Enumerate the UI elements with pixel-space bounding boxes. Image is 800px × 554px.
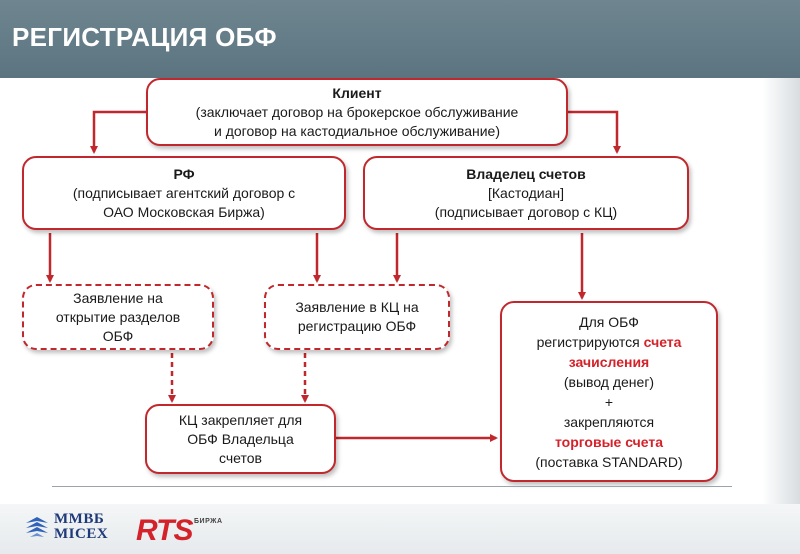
owner-line-2: (подписывает договор с КЦ) <box>434 203 618 220</box>
obf-accounts-line-5: + <box>604 393 614 410</box>
kc-assign-line-2: ОБФ Владельца <box>187 430 294 447</box>
owner-box: Владелец счетов [Кастодиан] (подписывает… <box>363 156 689 230</box>
rts-logo-text: RTS <box>136 514 193 547</box>
mmvb-logo-line-2: MICEX <box>54 526 109 542</box>
client-line-2: и договор на кастодиальное обслуживание) <box>213 122 500 139</box>
application-sections-box: Заявление на открытие разделов ОБФ <box>22 284 214 350</box>
footer-divider <box>52 486 732 487</box>
side-shade <box>762 78 800 554</box>
application-kc-line-1: Заявление в КЦ на <box>295 299 419 315</box>
kc-assign-line-3: счетов <box>219 449 262 466</box>
application-sections-line-2: открытие разделов <box>55 308 181 325</box>
page-title: РЕГИСТРАЦИЯ ОБФ <box>12 22 277 52</box>
obf-accounts-box: Для ОБФ регистрируются счета зачисления … <box>500 301 718 482</box>
obf-accounts-line-2-prefix: регистрируются <box>536 333 644 350</box>
obf-accounts-line-6: закрепляются <box>563 413 655 430</box>
owner-title: Владелец счетов <box>466 165 586 182</box>
obf-accounts-line-1: Для ОБФ <box>579 313 639 330</box>
application-sections-line-3: ОБФ <box>102 327 134 344</box>
rf-line-1: (подписывает агентский договор с <box>72 184 296 201</box>
footer-band <box>0 504 800 554</box>
obf-accounts-line-2: регистрируются счета <box>537 332 682 352</box>
rf-box: РФ (подписывает агентский договор с ОАО … <box>22 156 346 230</box>
rts-logo-subtext: БИРЖА <box>194 518 223 525</box>
client-box: Клиент (заключает договор на брокерское … <box>146 78 568 146</box>
arrow-client-to-owner <box>568 110 621 154</box>
kc-assign-line-1: КЦ закрепляет для <box>178 411 303 428</box>
obf-accounts-line-4: (вывод денег) <box>563 373 655 390</box>
application-kc-box: Заявление в КЦ на регистрацию ОБФ <box>264 284 450 350</box>
client-title: Клиент <box>332 84 382 101</box>
header-bar: РЕГИСТРАЦИЯ ОБФ <box>0 0 800 78</box>
obf-accounts-settlement-accounts-2: зачисления <box>568 353 650 370</box>
rf-title: РФ <box>173 165 195 182</box>
rf-line-2: ОАО Московская Биржа) <box>103 203 265 220</box>
mmvb-emblem-icon <box>26 517 48 537</box>
rts-logo: RTS БИРЖА <box>136 514 222 548</box>
obf-accounts-settlement-accounts-1: счета <box>643 333 682 350</box>
mmvb-logo: ММВБ MICEX <box>24 512 108 542</box>
obf-accounts-line-8: (поставка STANDARD) <box>535 453 683 470</box>
mmvb-logo-line-1: ММВБ <box>54 511 105 527</box>
kc-assign-box: КЦ закрепляет для ОБФ Владельца счетов <box>145 404 336 474</box>
obf-accounts-trading-accounts: торговые счета <box>554 433 663 450</box>
application-sections-line-1: Заявление на <box>73 289 163 306</box>
application-kc-line-2: регистрацию ОБФ <box>297 318 417 334</box>
arrow-client-to-rf <box>90 110 146 154</box>
client-line-1: (заключает договор на брокерское обслужи… <box>195 103 519 120</box>
owner-line-1: [Кастодиан] <box>488 184 564 201</box>
